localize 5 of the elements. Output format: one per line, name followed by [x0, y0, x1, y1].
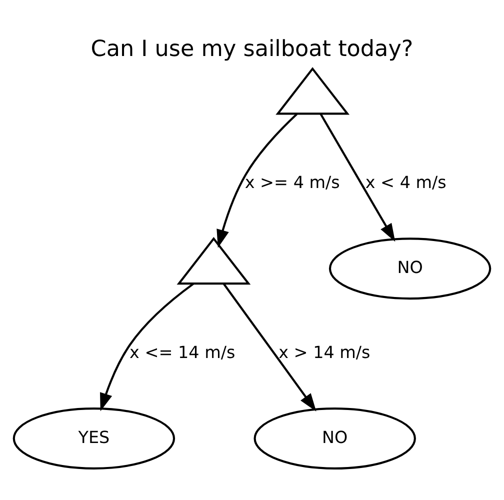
diagram-title: Can I use my sailboat today? [90, 35, 414, 62]
edge-label: x >= 4 m/s [244, 171, 340, 192]
edge-label: x <= 14 m/s [130, 341, 236, 362]
edge-label: x > 14 m/s [278, 341, 370, 362]
edge-label: x < 4 m/s [365, 171, 446, 192]
